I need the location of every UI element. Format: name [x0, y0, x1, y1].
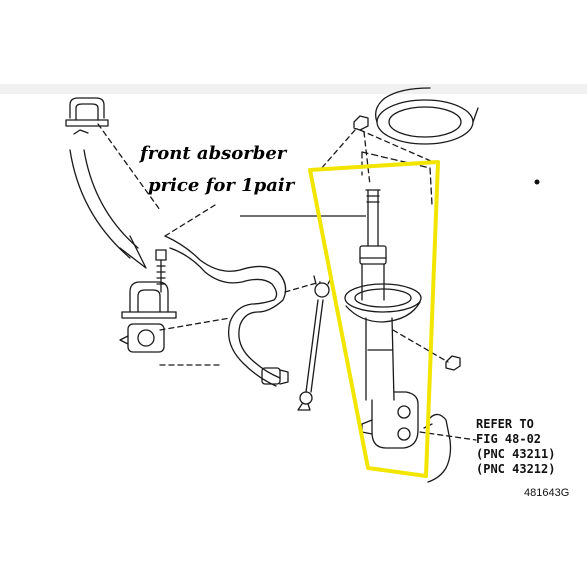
top-mount-outline [361, 151, 433, 206]
bolt-left [155, 249, 167, 293]
reference-line-3: (PNC 43211) [476, 447, 556, 461]
stabilizer-link [297, 275, 333, 411]
reference-line-1: REFER TO [476, 417, 534, 431]
stabilizer-bar [164, 235, 287, 387]
annotation-line-1: front absorber [140, 143, 287, 164]
upper-spring-seat [374, 87, 479, 145]
mount-nut [353, 115, 369, 131]
reference-line-4: (PNC 43212) [476, 462, 556, 476]
annotation-line-2: price for 1pair [148, 175, 295, 196]
top-bushing-bracket [65, 97, 109, 135]
shock-absorber [344, 189, 422, 449]
lower-nut [445, 355, 461, 371]
dot-mark [534, 179, 540, 185]
scan-band [0, 84, 587, 94]
clamp-bracket-left [121, 281, 177, 319]
reference-line-2: FIG 48-02 [476, 432, 542, 446]
highlight-outline [308, 160, 440, 478]
rubber-bushing-left [119, 323, 165, 353]
stabilizer-end-bushing [261, 367, 289, 385]
direction-arrow [69, 149, 147, 269]
figure-code: 481643G [524, 487, 570, 499]
